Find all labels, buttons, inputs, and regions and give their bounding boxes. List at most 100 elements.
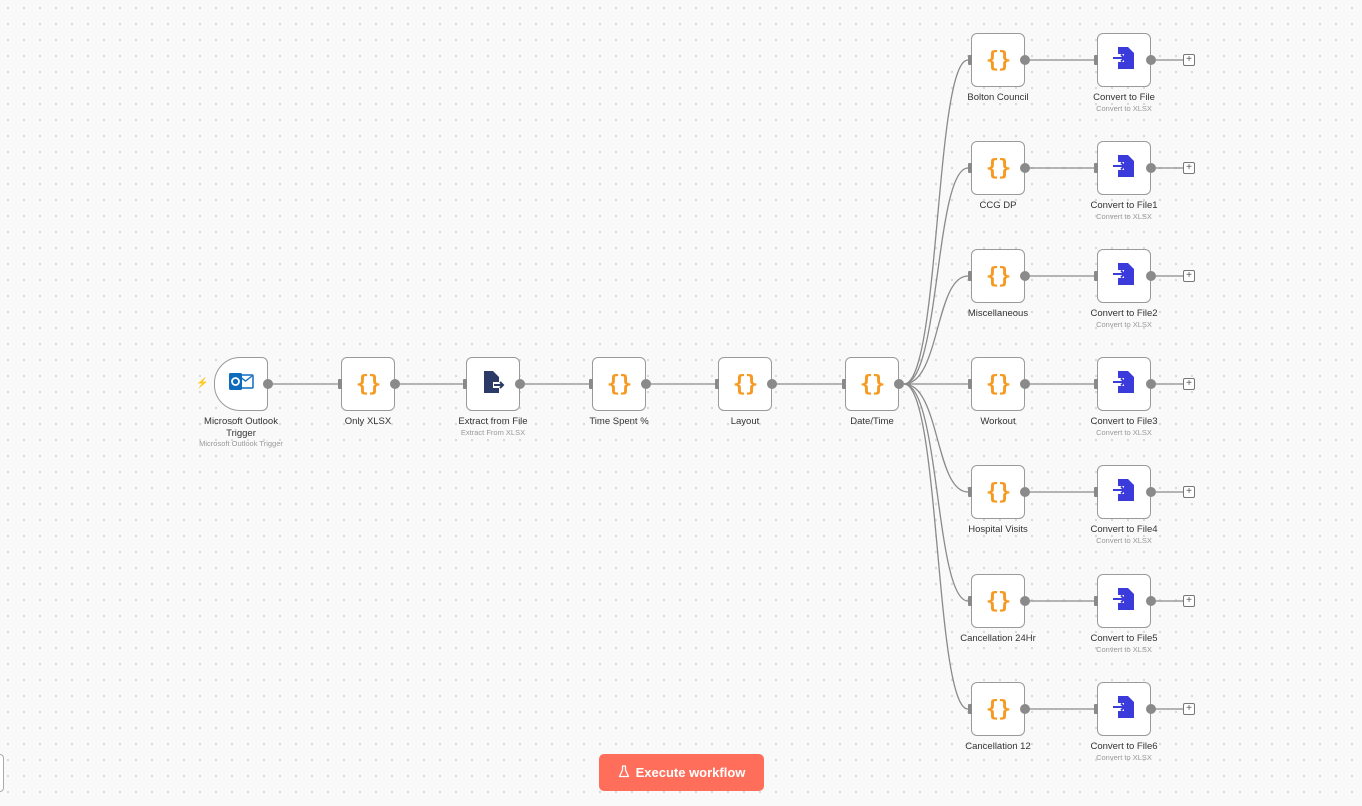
node-label: Cancellation 12 xyxy=(965,741,1031,752)
node-subtitle: Convert to XLSX xyxy=(1096,753,1152,762)
input-port[interactable] xyxy=(1094,163,1098,173)
input-port[interactable] xyxy=(968,163,972,173)
branch-connection[interactable] xyxy=(903,383,969,710)
code-braces-icon: {} xyxy=(985,588,1011,614)
output-port[interactable] xyxy=(1020,271,1030,281)
output-port[interactable] xyxy=(390,379,400,389)
code-node[interactable]: {} xyxy=(971,574,1025,628)
add-node-button[interactable]: + xyxy=(1183,595,1195,607)
node-label: Layout xyxy=(730,416,760,427)
node-subtitle: Convert to XLSX xyxy=(1096,428,1152,437)
output-port[interactable] xyxy=(1146,379,1156,389)
input-port[interactable] xyxy=(463,379,467,389)
input-port[interactable] xyxy=(842,379,846,389)
node-subtitle: Convert to XLSX xyxy=(1096,320,1152,329)
add-node-button[interactable]: + xyxy=(1183,378,1195,390)
node-label: Workout xyxy=(980,416,1016,427)
convert-to-file-node[interactable] xyxy=(1097,574,1151,628)
convert-to-file-node[interactable] xyxy=(1097,682,1151,736)
output-port[interactable] xyxy=(1146,596,1156,606)
node-label: Date/Time xyxy=(850,416,894,427)
node-layout[interactable]: {} xyxy=(718,357,772,411)
add-node-button[interactable]: + xyxy=(1183,54,1195,66)
add-node-button[interactable]: + xyxy=(1183,270,1195,282)
input-port[interactable] xyxy=(1094,271,1098,281)
node-label: Extract from File xyxy=(458,416,528,427)
convert-file-icon xyxy=(1112,46,1136,75)
branch-connection[interactable] xyxy=(903,275,969,385)
add-node-button[interactable]: + xyxy=(1183,703,1195,715)
input-port[interactable] xyxy=(1094,596,1098,606)
output-port[interactable] xyxy=(1146,55,1156,65)
output-port[interactable] xyxy=(263,379,273,389)
code-node[interactable]: {} xyxy=(971,682,1025,736)
branch-connection[interactable] xyxy=(903,167,969,385)
code-node[interactable]: {} xyxy=(971,249,1025,303)
code-braces-icon: {} xyxy=(985,47,1011,73)
output-port[interactable] xyxy=(1020,704,1030,714)
output-port[interactable] xyxy=(1020,379,1030,389)
convert-file-icon xyxy=(1112,695,1136,724)
code-node[interactable]: {} xyxy=(971,465,1025,519)
output-port[interactable] xyxy=(1146,271,1156,281)
code-braces-icon: {} xyxy=(732,371,758,397)
add-node-button[interactable]: + xyxy=(1183,162,1195,174)
node-microsoft-outlook-trigger[interactable] xyxy=(214,357,268,411)
input-port[interactable] xyxy=(1094,704,1098,714)
code-braces-icon: {} xyxy=(985,371,1011,397)
execute-workflow-label: Execute workflow xyxy=(635,765,746,780)
trigger-bolt-icon: ⚡ xyxy=(196,378,209,389)
input-port[interactable] xyxy=(968,596,972,606)
output-port[interactable] xyxy=(1020,596,1030,606)
output-port[interactable] xyxy=(767,379,777,389)
input-port[interactable] xyxy=(1094,487,1098,497)
node-label: Time Spent % xyxy=(589,416,649,427)
node-label: Convert to File2 xyxy=(1090,308,1158,319)
code-braces-icon: {} xyxy=(985,696,1011,722)
output-port[interactable] xyxy=(641,379,651,389)
node-only-xlsx[interactable]: {} xyxy=(341,357,395,411)
output-port[interactable] xyxy=(1146,704,1156,714)
code-node[interactable]: {} xyxy=(971,141,1025,195)
code-node[interactable]: {} xyxy=(971,33,1025,87)
convert-to-file-node[interactable] xyxy=(1097,141,1151,195)
input-port[interactable] xyxy=(968,55,972,65)
node-subtitle: Convert to XLSX xyxy=(1096,104,1152,113)
branch-connection[interactable] xyxy=(903,383,969,493)
code-braces-icon: {} xyxy=(985,155,1011,181)
input-port[interactable] xyxy=(968,379,972,389)
input-port[interactable] xyxy=(968,704,972,714)
output-port[interactable] xyxy=(1020,163,1030,173)
code-node[interactable]: {} xyxy=(971,357,1025,411)
output-port[interactable] xyxy=(1146,163,1156,173)
node-label: Miscellaneous xyxy=(967,308,1029,319)
branch-connection[interactable] xyxy=(903,59,969,385)
output-port[interactable] xyxy=(1020,55,1030,65)
output-port[interactable] xyxy=(894,379,904,389)
node-date-time[interactable]: {} xyxy=(845,357,899,411)
side-panel-handle[interactable] xyxy=(0,754,4,792)
extract-file-icon xyxy=(481,370,505,399)
input-port[interactable] xyxy=(715,379,719,389)
node-extract-from-file[interactable] xyxy=(466,357,520,411)
input-port[interactable] xyxy=(589,379,593,389)
input-port[interactable] xyxy=(338,379,342,389)
node-time-spent-[interactable]: {} xyxy=(592,357,646,411)
convert-to-file-node[interactable] xyxy=(1097,465,1151,519)
branch-connection[interactable] xyxy=(903,383,969,602)
convert-to-file-node[interactable] xyxy=(1097,249,1151,303)
node-subtitle: Microsoft Outlook Trigger xyxy=(199,439,283,448)
input-port[interactable] xyxy=(1094,55,1098,65)
output-port[interactable] xyxy=(515,379,525,389)
input-port[interactable] xyxy=(968,271,972,281)
convert-to-file-node[interactable] xyxy=(1097,357,1151,411)
input-port[interactable] xyxy=(968,487,972,497)
flask-icon xyxy=(618,764,630,781)
add-node-button[interactable]: + xyxy=(1183,486,1195,498)
execute-workflow-button[interactable]: Execute workflow xyxy=(599,754,764,791)
convert-to-file-node[interactable] xyxy=(1097,33,1151,87)
node-label: CCG DP xyxy=(979,200,1017,211)
output-port[interactable] xyxy=(1146,487,1156,497)
input-port[interactable] xyxy=(1094,379,1098,389)
output-port[interactable] xyxy=(1020,487,1030,497)
